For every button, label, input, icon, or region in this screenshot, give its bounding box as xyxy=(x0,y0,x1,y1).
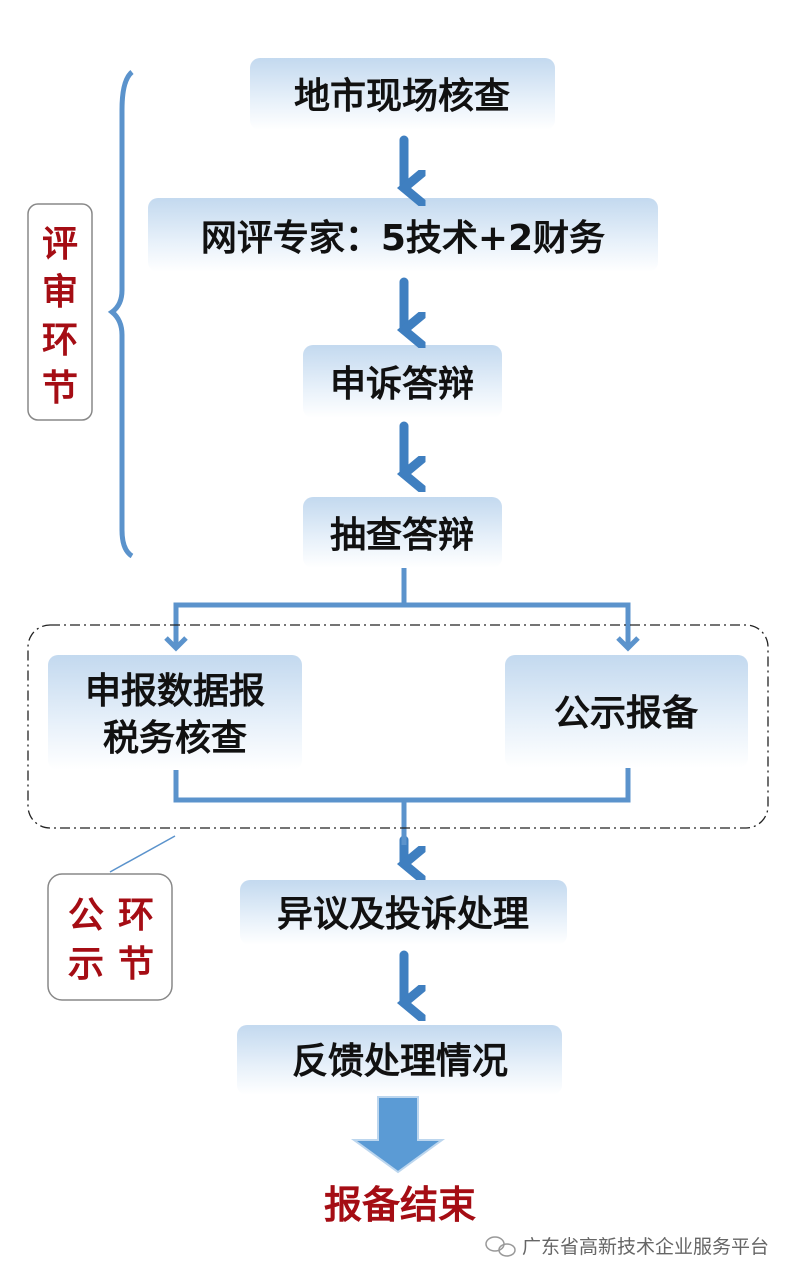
label-char: 公 xyxy=(68,895,104,936)
step-box: 申报数据报 税务核查 xyxy=(48,655,302,770)
step-box: 公示报备 xyxy=(505,655,748,768)
step-label: 税务核查 xyxy=(103,718,247,759)
label-char: 环 xyxy=(42,320,78,361)
end-label: 报备结束 xyxy=(324,1183,476,1227)
step-box: 申诉答辩 xyxy=(303,345,502,418)
split-connector xyxy=(164,568,640,845)
label-char: 评 xyxy=(42,224,78,265)
step-label: 网评专家：5技术+2财务 xyxy=(201,218,605,259)
review-brace xyxy=(107,70,134,559)
label-char: 示 xyxy=(68,944,104,985)
step-label: 异议及投诉处理 xyxy=(277,894,529,935)
step-box: 网评专家：5技术+2财务 xyxy=(148,198,658,272)
review-stage-label: 评 审 环 节 xyxy=(27,203,93,421)
publicity-group-frame xyxy=(27,624,769,829)
step-box: 反馈处理情况 xyxy=(237,1025,562,1095)
step-label: 公示报备 xyxy=(554,693,699,734)
label-char: 节 xyxy=(118,944,154,985)
watermark-text: 广东省高新技术企业服务平台 xyxy=(522,1236,769,1258)
label-char: 审 xyxy=(42,272,78,313)
step-label: 申报数据报 xyxy=(85,671,265,712)
wechat-icon xyxy=(485,1236,516,1257)
block-arrow-down-icon xyxy=(350,1096,446,1174)
step-box: 抽查答辩 xyxy=(303,497,502,568)
watermark: 广东省高新技术企业服务平台 xyxy=(485,1236,769,1258)
label-char: 节 xyxy=(42,368,78,409)
step-label: 地市现场核查 xyxy=(294,76,510,117)
step-box: 异议及投诉处理 xyxy=(240,880,567,945)
publicity-stage-label: 公 环 示 节 xyxy=(47,873,173,1001)
step-label: 申诉答辩 xyxy=(330,364,474,405)
step-label: 抽查答辩 xyxy=(330,515,474,556)
step-label: 反馈处理情况 xyxy=(292,1041,508,1082)
step-box: 地市现场核查 xyxy=(250,58,555,130)
callout-line xyxy=(109,835,176,873)
label-char: 环 xyxy=(118,895,154,936)
